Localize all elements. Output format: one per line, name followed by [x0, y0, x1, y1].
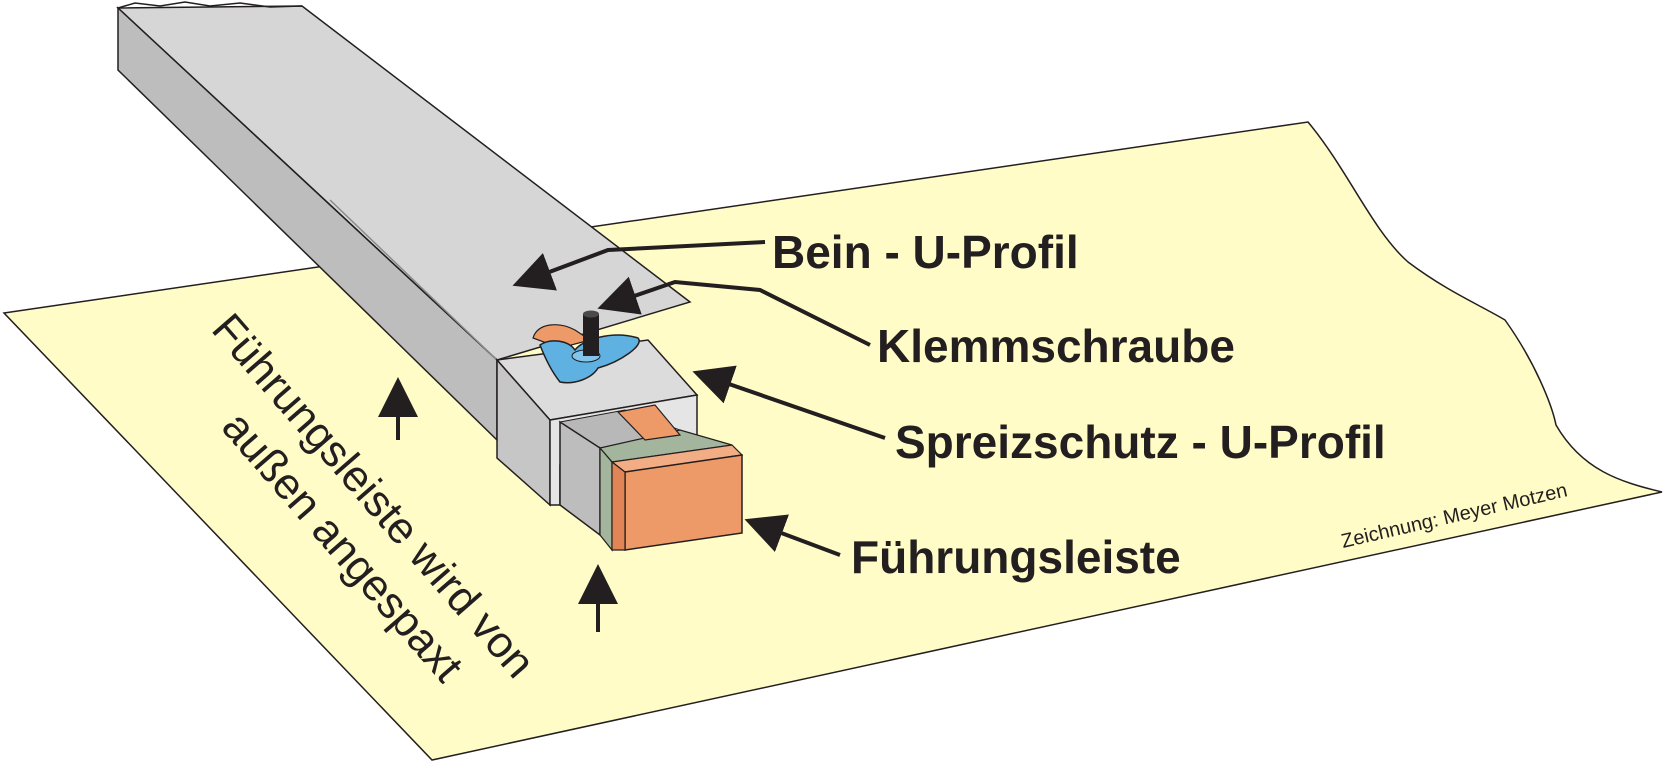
label-spreader: Spreizschutz - U-Profil	[895, 416, 1386, 468]
leader-leg	[512, 240, 766, 291]
leader-screw	[597, 276, 871, 347]
label-guide: Führungsleiste	[851, 531, 1181, 583]
label-screw: Klemmschraube	[877, 320, 1235, 372]
clamp-screw	[583, 310, 599, 356]
guide-strip	[610, 404, 744, 551]
leader-guide	[744, 514, 841, 557]
leader-spreader	[692, 365, 886, 440]
label-leg: Bein - U-Profil	[772, 226, 1079, 278]
